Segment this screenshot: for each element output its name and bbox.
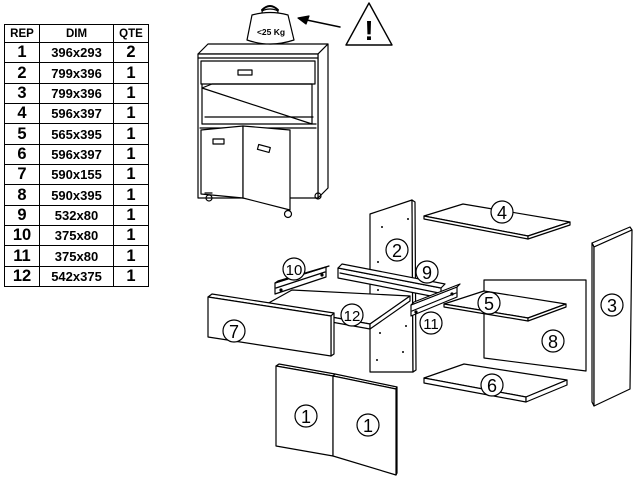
warning-triangle-icon: ! <box>345 2 393 46</box>
warning-symbol: ! <box>364 15 373 46</box>
callout-8: 8 <box>541 329 565 353</box>
weight-icon: <25 Kg <box>246 5 295 45</box>
svg-text:10: 10 <box>286 262 303 279</box>
svg-text:9: 9 <box>422 263 432 283</box>
svg-text:8: 8 <box>548 332 558 352</box>
svg-text:6: 6 <box>487 376 497 396</box>
part-9-rail <box>337 263 446 299</box>
svg-text:7: 7 <box>229 322 239 342</box>
part-3-right-side-panel <box>591 226 633 407</box>
qte-cell: 1 <box>113 82 149 105</box>
part-11-rail <box>410 283 461 317</box>
callout-4: 4 <box>490 200 514 224</box>
svg-text:1: 1 <box>363 416 373 436</box>
callout-1-right: 1 <box>356 413 380 437</box>
dim-cell: 542x375 <box>39 265 114 288</box>
svg-text:5: 5 <box>484 294 494 314</box>
callout-6: 6 <box>480 373 504 397</box>
svg-text:12: 12 <box>344 308 361 325</box>
qte-cell: 1 <box>113 62 149 84</box>
assembled-cabinet <box>197 43 329 219</box>
svg-text:2: 2 <box>392 241 402 261</box>
callout-7: 7 <box>222 319 246 343</box>
qte-cell: 1 <box>113 265 149 288</box>
callout-9: 9 <box>415 260 439 284</box>
svg-text:4: 4 <box>497 203 507 223</box>
svg-text:3: 3 <box>607 296 617 316</box>
dim-cell: 565x395 <box>39 123 114 145</box>
qte-cell: 1 <box>113 225 149 247</box>
callout-3: 3 <box>600 293 624 317</box>
callout-11: 11 <box>419 311 443 335</box>
svg-text:11: 11 <box>423 316 439 333</box>
callout-1-left: 1 <box>294 404 318 428</box>
callout-10: 10 <box>282 257 306 281</box>
callout-2: 2 <box>385 238 409 262</box>
callouts: 2 4 3 10 9 5 12 11 7 8 6 1 1 <box>222 200 624 437</box>
weight-label: <25 Kg <box>257 27 285 37</box>
svg-text:1: 1 <box>301 407 311 427</box>
rep-cell: 10 <box>4 225 40 247</box>
callout-5: 5 <box>477 291 501 315</box>
arrow-left-icon <box>297 15 341 28</box>
callout-12: 12 <box>340 303 364 327</box>
